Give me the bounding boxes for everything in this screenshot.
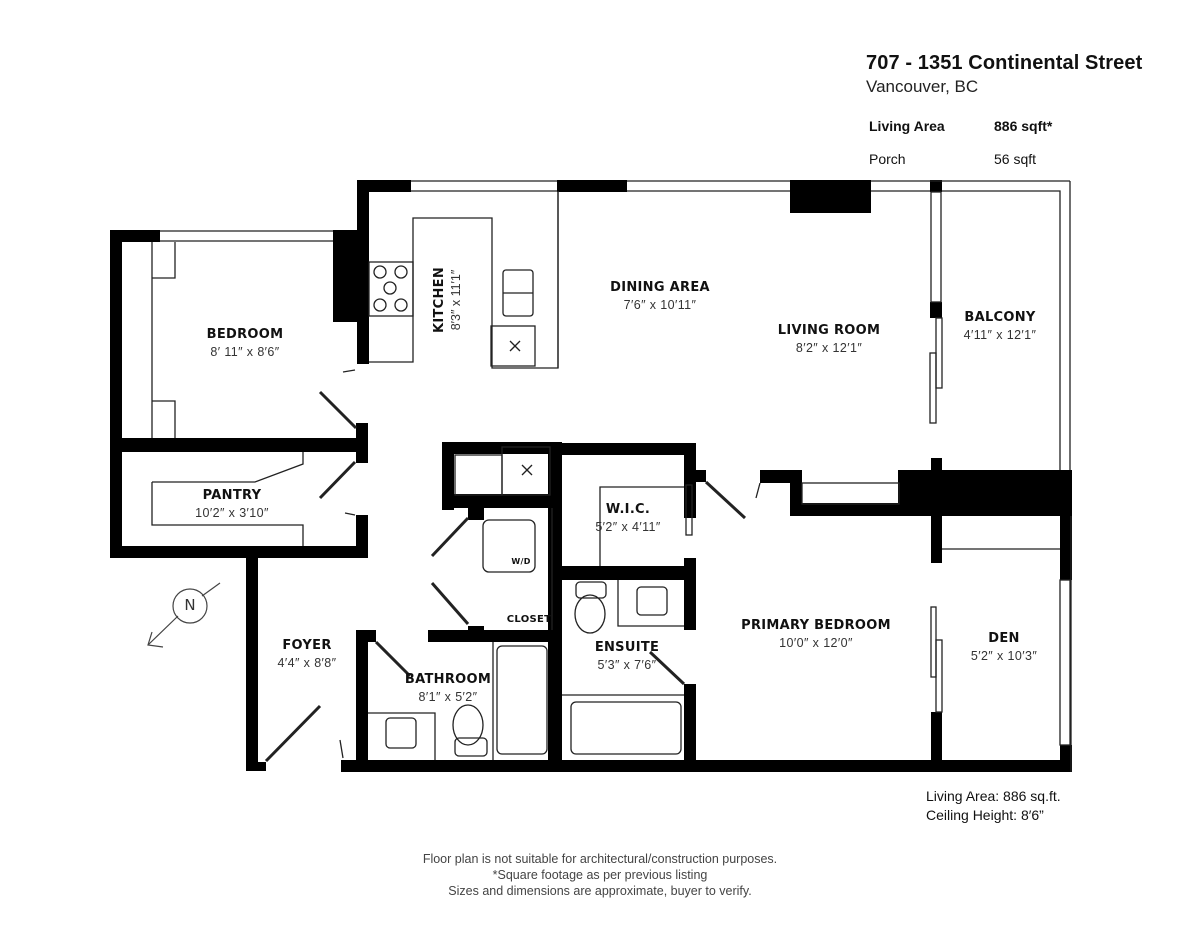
room-name: PANTRY [202, 488, 262, 503]
room-closet: CLOSET [507, 614, 552, 625]
room-dimensions: 4′11″ x 12′1″ [963, 328, 1037, 342]
room-primary-bedroom: PRIMARY BEDROOM 10′0″ x 12′0″ [741, 618, 891, 650]
room-name: DINING AREA [610, 280, 710, 295]
room-wic: W.I.C. 5′2″ x 4′11″ [595, 502, 660, 534]
disclaimer-line: Sizes and dimensions are approximate, bu… [448, 884, 752, 898]
address-title: 707 - 1351 Continental Street [866, 52, 1143, 74]
area-summary: Living Area 886 sqft* Porch 56 sqft [869, 118, 1069, 184]
footer-stats: Living Area: 886 sq.ft. Ceiling Height: … [926, 787, 1061, 825]
area-value: 56 sqft [994, 151, 1037, 167]
living-area-stat: Living Area: 886 sq.ft. [926, 788, 1061, 804]
room-kitchen: KITCHEN 8′3″ x 11′1″ [432, 267, 463, 333]
room-name: ENSUITE [594, 640, 660, 655]
room-bedroom: BEDROOM 8′ 11″ x 8′6″ [207, 327, 284, 359]
room-name: W/D [511, 557, 531, 566]
area-label: Living Area [869, 118, 945, 134]
washer-dryer-label: W/D [511, 557, 530, 566]
area-row-living: Living Area 886 sqft* [869, 118, 1069, 151]
room-balcony: BALCONY 4′11″ x 12′1″ [964, 310, 1037, 342]
outline-lines [151, 180, 1072, 772]
room-name: FOYER [282, 638, 332, 653]
room-dimensions: 10′0″ x 12′0″ [779, 636, 853, 650]
area-value: 886 sqft* [994, 118, 1053, 134]
room-dimensions: 8′2″ x 12′1″ [795, 341, 863, 355]
room-foyer: FOYER 4′4″ x 8′8″ [278, 638, 337, 670]
room-den: DEN 5′2″ x 10′3″ [971, 631, 1037, 663]
room-dimensions: 5′3″ x 7′6″ [597, 658, 657, 672]
compass-label: N [184, 596, 196, 614]
room-name: KITCHEN [432, 266, 447, 334]
walls [110, 180, 1072, 772]
room-name: BEDROOM [206, 327, 284, 342]
room-dimensions: 7′6″ x 10′11″ [623, 298, 697, 312]
room-name: PRIMARY BEDROOM [741, 618, 891, 633]
room-dimensions: 8′3″ x 11′1″ [449, 269, 463, 331]
room-dining-area: DINING AREA 7′6″ x 10′11″ [610, 280, 710, 312]
room-pantry: PANTRY 10′2″ x 3′10″ [195, 488, 269, 520]
room-dimensions: 4′4″ x 8′8″ [277, 656, 337, 670]
room-name: CLOSET [506, 614, 552, 625]
ceiling-height-stat: Ceiling Height: 8′6” [926, 807, 1044, 823]
disclaimer-line: *Square footage as per previous listing [492, 868, 708, 882]
room-bathroom: BATHROOM 8′1″ x 5′2″ [405, 672, 491, 704]
room-name: W.I.C. [605, 502, 651, 517]
disclaimer-line: Floor plan is not suitable for architect… [422, 852, 778, 866]
room-name: BATHROOM [404, 672, 492, 687]
area-label: Porch [869, 151, 906, 167]
room-dimensions: 8′1″ x 5′2″ [418, 690, 478, 704]
area-row-porch: Porch 56 sqft [869, 151, 1069, 184]
disclaimer: Floor plan is not suitable for architect… [340, 851, 860, 899]
room-dimensions: 5′2″ x 10′3″ [970, 649, 1038, 663]
city-subtitle: Vancouver, BC [866, 77, 979, 96]
room-ensuite: ENSUITE 5′3″ x 7′6″ [595, 640, 659, 672]
room-living-room: LIVING ROOM 8′2″ x 12′1″ [778, 323, 880, 355]
room-dimensions: 10′2″ x 3′10″ [195, 506, 269, 520]
north-arrow-icon [147, 582, 221, 648]
room-name: BALCONY [964, 310, 1036, 325]
listing-header: 707 - 1351 Continental Street Vancouver,… [866, 52, 1142, 97]
room-name: LIVING ROOM [777, 323, 881, 338]
room-name: DEN [988, 631, 1020, 646]
room-dimensions: 5′2″ x 4′11″ [595, 520, 661, 534]
room-dimensions: 8′ 11″ x 8′6″ [210, 345, 280, 359]
